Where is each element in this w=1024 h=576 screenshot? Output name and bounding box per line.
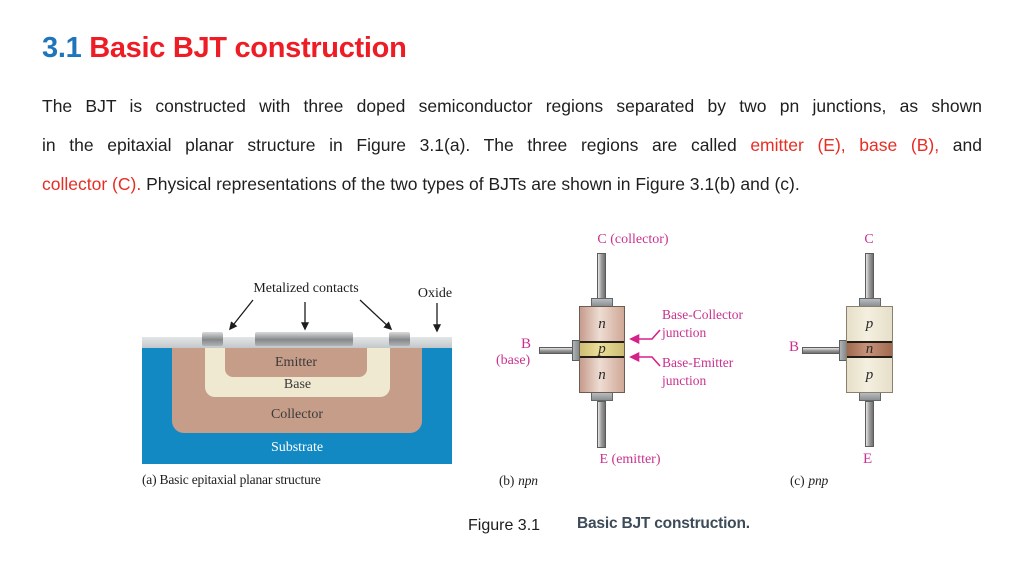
title-text: Basic BJT construction xyxy=(89,32,407,64)
npn-base-word-label: (base) xyxy=(496,353,531,368)
base-contact-left xyxy=(202,332,223,346)
metalized-contacts-label: Metalized contacts xyxy=(253,281,359,296)
npn-p-base-section: p xyxy=(580,341,624,358)
body-paragraph: The BJT is constructed with three doped … xyxy=(42,87,982,204)
pnp-base-letter-label: B xyxy=(789,339,800,355)
caption-b: (b)npn xyxy=(499,473,538,488)
substrate-region-label: Substrate xyxy=(270,440,324,455)
pnp-body: p n p xyxy=(846,306,893,393)
pnp-collector-lead xyxy=(865,253,874,304)
base-collector-junction-arrow xyxy=(629,329,661,344)
emitter-region-label: Emitter xyxy=(275,355,317,370)
npn-n-emitter-section: n xyxy=(580,358,624,392)
npn-region-bottom-label: n xyxy=(598,366,606,383)
pnp-base-lead xyxy=(802,347,843,354)
npn-region-mid-label: p xyxy=(598,341,606,357)
pnp-region-top-label: p xyxy=(865,315,874,332)
npn-collector-terminal-label: C (collector) xyxy=(597,232,669,247)
contact-arrow-right xyxy=(359,299,393,331)
collector-region-label: Collector xyxy=(270,407,324,422)
paragraph-line-3: collector (C). Physical representations … xyxy=(42,174,800,194)
pnp-p-emitter-section: p xyxy=(847,358,892,392)
pnp-emitter-terminal-label: E xyxy=(863,451,873,467)
figure-caption-title: Basic BJT construction. xyxy=(577,515,750,532)
caption-a: (a) Basic epitaxial planar structure xyxy=(142,472,321,487)
caption-c: (c)pnp xyxy=(790,473,829,488)
pnp-emitter-lead xyxy=(865,401,874,447)
highlight-collector: collector (C). xyxy=(42,174,142,194)
highlight-emitter-base: emitter (E), base (B), xyxy=(750,135,940,155)
pnp-p-collector-section: p xyxy=(847,307,892,341)
npn-collector-lead xyxy=(597,253,606,304)
pnp-n-base-section: n xyxy=(847,341,892,358)
pnp-bottom-collar xyxy=(859,392,881,401)
npn-bottom-collar xyxy=(591,392,613,401)
emitter-region xyxy=(225,348,367,377)
npn-base-letter-label: B xyxy=(521,336,532,352)
pnp-type-text: pnp xyxy=(808,473,829,488)
oxide-label: Oxide xyxy=(417,286,453,301)
emitter-contact xyxy=(255,332,353,346)
base-collector-junction-label: Base-Collector junction xyxy=(662,307,743,340)
npn-n-collector-section: n xyxy=(580,307,624,341)
pnp-collector-terminal-label: C xyxy=(864,232,874,247)
title-section-number: 3.1 xyxy=(42,32,82,64)
page-title: 3.1 Basic BJT construction xyxy=(42,30,407,66)
contact-arrow-left xyxy=(229,299,254,331)
paragraph-line-1: The BJT is constructed with three doped … xyxy=(42,96,982,116)
figure-number: Figure 3.1 xyxy=(468,517,541,534)
npn-body: n p n xyxy=(579,306,625,393)
paragraph-line-2: in the epitaxial planar structure in Fig… xyxy=(42,135,982,155)
npn-type-text: npn xyxy=(518,473,538,488)
base-emitter-junction-label: Base-Emitter junction xyxy=(662,355,734,388)
base-emitter-junction-arrow xyxy=(629,352,661,367)
pnp-region-mid-label: n xyxy=(865,341,874,357)
base-contact-right xyxy=(389,332,410,346)
base-region-label: Base xyxy=(283,377,312,392)
npn-region-top-label: n xyxy=(598,315,606,332)
pnp-region-bottom-label: p xyxy=(865,366,874,383)
npn-emitter-lead xyxy=(597,401,606,448)
npn-emitter-terminal-label: E (emitter) xyxy=(599,452,661,467)
